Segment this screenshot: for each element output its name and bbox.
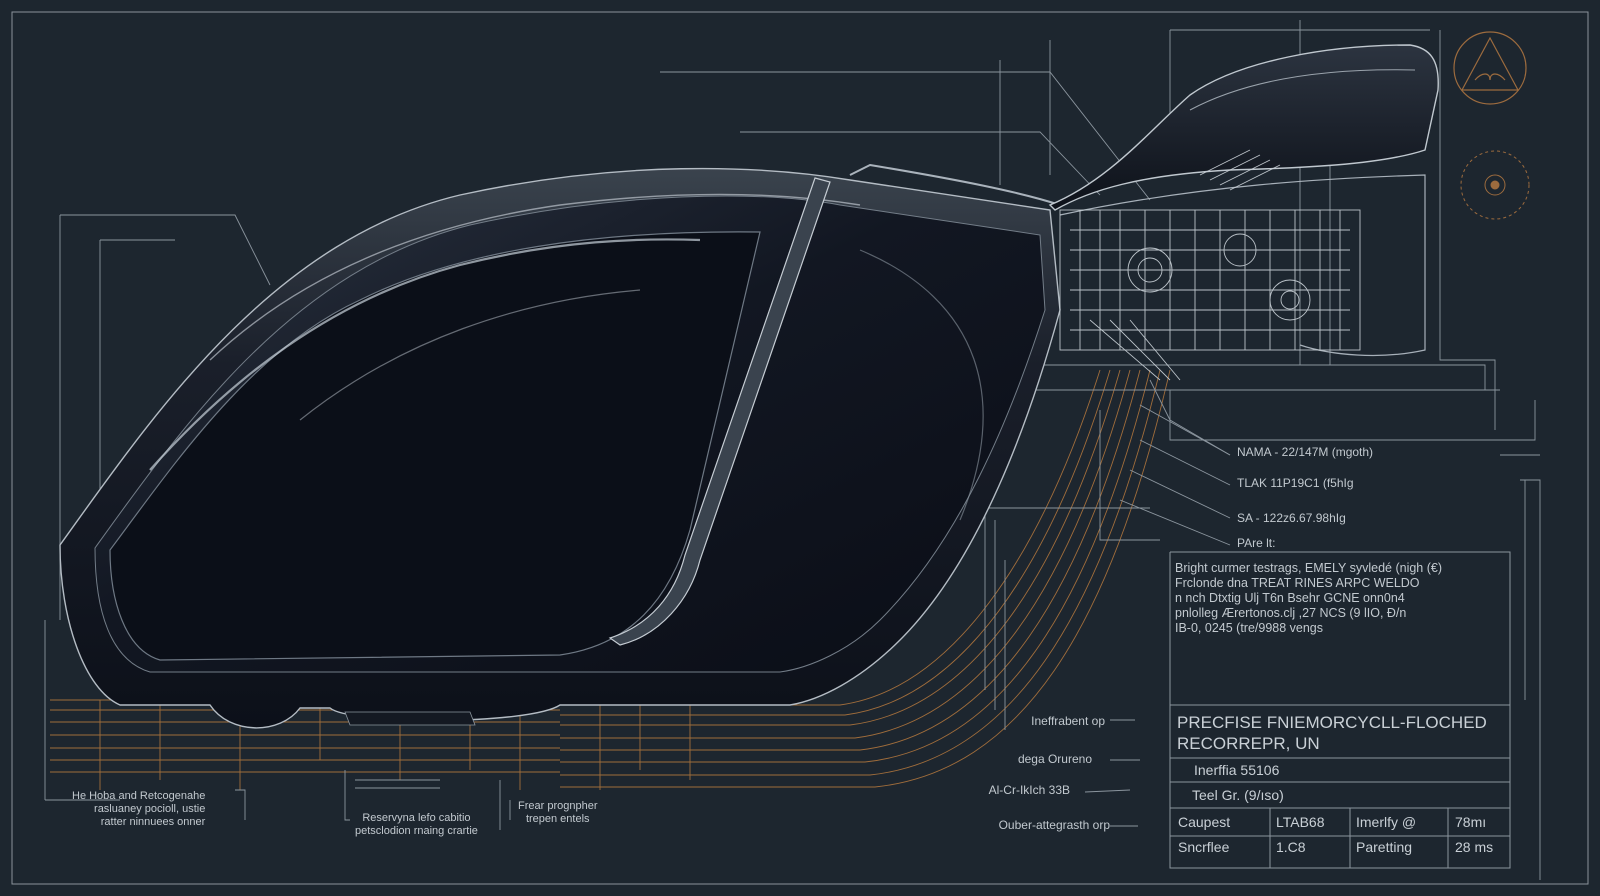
title-block-row1: Inerffia 55106: [1194, 762, 1280, 778]
table-cell: Caupest: [1178, 814, 1231, 830]
annotation-line: Reservyna lefo cabitio: [362, 812, 471, 824]
annotation-line: Frear prognpher: [518, 800, 598, 812]
table-cell: Sncrflee: [1178, 839, 1230, 855]
annotation-right: Frear prognpher trepen entels: [518, 800, 598, 826]
title-block-row2: Teel Gr. (9/ıso): [1192, 787, 1284, 803]
table-cell: Paretting: [1356, 839, 1413, 855]
table-cell: 1.C8: [1276, 839, 1306, 855]
label-inefftabent: Ineffrabent op: [1031, 714, 1105, 728]
title-block-title: PRECFISE FNIEMORCYCLL-FLOCHED RECORREPR,…: [1177, 712, 1487, 754]
circular-seal-icon: [1460, 150, 1530, 220]
annotation-line: He Hoba and Retcogenahe: [72, 790, 206, 802]
title-line: RECORREPR, UN: [1177, 734, 1320, 753]
annotation-line: rasluaney pocioll, ustie: [94, 803, 206, 815]
title-line: PRECFISE FNIEMORCYCLL-FLOCHED: [1177, 713, 1487, 732]
engine-detail: [1059, 149, 1361, 381]
spec-line: n nch Dtxtig Ulj T6n Bsehr GCNE onn0n4: [1175, 591, 1405, 605]
title-block-frame: [1169, 551, 1511, 869]
spec-line: Frclonde dna TREAT RINES ARPC WELDO: [1175, 576, 1420, 590]
callout-sa: SA - 122z6.67.98hIg: [1237, 511, 1346, 525]
annotation-mid: Reservyna lefo cabitio petsclodion rnain…: [355, 812, 478, 838]
label-alcrlikh: Al-Cr-IkIch 33B: [988, 783, 1070, 797]
annotation-line: trepen entels: [525, 813, 590, 825]
annotation-left: He Hoba and Retcogenahe rasluaney pociol…: [72, 790, 205, 829]
spec-line: IB-0, 0245 (tre/9988 vengs: [1175, 621, 1324, 635]
table-cell: Imerlfy @: [1356, 814, 1417, 830]
table-cell: LTAB68: [1276, 814, 1325, 830]
callout-parelt: PAre lt:: [1237, 536, 1276, 550]
callout-tlak: TLAK 11P19C1 (f5hIg: [1237, 476, 1354, 490]
triangle-logo-icon: [1453, 31, 1527, 105]
annotation-line: petsclodion rnaing crartie: [355, 825, 478, 837]
motorcycle-fairing-shell: [59, 163, 1061, 729]
spec-block: Bright curmer testrags, EMELY syvledé (n…: [1175, 561, 1442, 636]
spec-line: pnlolleg Ærertonos.clj ,27 NCS (9 lIO, Ð…: [1175, 606, 1407, 620]
rear-tank-outline: [1048, 44, 1439, 357]
blueprint-frame: [11, 11, 1589, 885]
label-dega: dega Orureno: [1017, 752, 1092, 766]
label-ouber: Ouber-attegrasth orp: [998, 818, 1110, 832]
spec-line: Bright curmer testrags, EMELY syvledé (n…: [1175, 561, 1442, 575]
orange-section-lines: [50, 369, 1171, 790]
table-cell: 28 ms: [1455, 839, 1494, 855]
callout-nama: NAMA - 22/147M (mgoth): [1237, 445, 1374, 459]
table-cell: 78mı: [1455, 814, 1487, 830]
annotation-line: ratter ninnuees onner: [100, 816, 206, 828]
